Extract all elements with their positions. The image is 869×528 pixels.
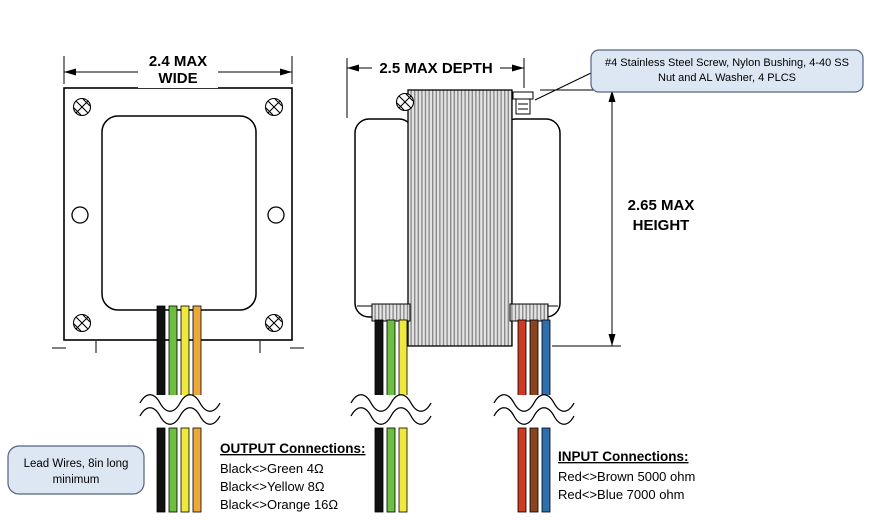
height-arrow-bottom bbox=[608, 334, 616, 346]
mounting-screw-top-right-icon bbox=[264, 97, 284, 117]
input-connections-legend: INPUT Connections: Red<>Brown 5000 ohm R… bbox=[558, 449, 695, 502]
break-wave bbox=[493, 407, 575, 425]
output-connection-item: Black<>Orange 16Ω bbox=[220, 497, 338, 512]
width-dimension-label-line1: 2.4 MAX bbox=[149, 53, 207, 70]
output-wire-green bbox=[168, 305, 178, 399]
mounting-screw-top-left-icon bbox=[72, 97, 92, 117]
coil-outline bbox=[101, 115, 257, 311]
depth-arrow-right bbox=[512, 64, 524, 72]
wire-ends-right bbox=[517, 427, 551, 513]
side-hole-right bbox=[267, 206, 285, 224]
output-connection-item: Black<>Yellow 8Ω bbox=[220, 479, 325, 494]
depth-label-mask bbox=[372, 56, 500, 78]
width-arrow-left bbox=[64, 68, 76, 76]
side-output-wire-end-black bbox=[374, 427, 384, 513]
input-wire-blue bbox=[541, 319, 551, 399]
height-dimension-label-line2: HEIGHT bbox=[633, 217, 690, 234]
mounting-screw-bottom-right-icon bbox=[264, 313, 284, 333]
break-wave bbox=[139, 394, 221, 412]
break-wave bbox=[139, 407, 221, 425]
front-view bbox=[52, 87, 304, 399]
break-wave bbox=[350, 407, 432, 425]
lead-wires-callout-box bbox=[7, 445, 145, 495]
depth-dimension-label: 2.5 MAX DEPTH bbox=[379, 60, 492, 77]
screw-callout-leader bbox=[534, 72, 592, 101]
output-wire-orange bbox=[192, 305, 202, 399]
input-connection-item: Red<>Blue 7000 ohm bbox=[558, 487, 684, 502]
wire-ends-middle bbox=[374, 427, 408, 513]
input-wire-end-red bbox=[517, 427, 527, 513]
break-wave bbox=[350, 394, 432, 412]
lamination-stack bbox=[407, 89, 513, 347]
output-wire-end-orange bbox=[192, 427, 202, 513]
terminal-strip-left bbox=[371, 303, 411, 322]
side-hole-left bbox=[71, 206, 89, 224]
screw-callout-box bbox=[590, 49, 864, 93]
mounting-screw-bottom-left-icon bbox=[72, 313, 92, 333]
core-screw-icon bbox=[395, 92, 415, 112]
depth-dimension bbox=[346, 56, 525, 118]
height-dimension-label-line1: 2.65 MAX bbox=[628, 197, 695, 214]
output-wire-end-green bbox=[168, 427, 178, 513]
input-connections-title: INPUT Connections: bbox=[558, 449, 689, 464]
break-symbol-middle bbox=[345, 394, 437, 427]
nylon-bushing-body bbox=[515, 98, 531, 115]
side-output-wire-green bbox=[386, 319, 396, 399]
break-symbol-right bbox=[488, 394, 580, 427]
depth-arrow-left bbox=[347, 64, 359, 72]
wire-ends-left bbox=[156, 427, 202, 513]
screw-callout: #4 Stainless Steel Screw, Nylon Bushing,… bbox=[534, 49, 864, 101]
output-connection-item: Black<>Green 4Ω bbox=[220, 461, 324, 476]
height-arrow-top bbox=[608, 90, 616, 102]
break-wave bbox=[493, 394, 575, 412]
input-wire-red bbox=[517, 319, 527, 399]
end-bell-left bbox=[354, 118, 414, 318]
terminal-strip-right bbox=[509, 303, 549, 322]
lead-wires-callout-line1: Lead Wires, 8in long bbox=[24, 458, 129, 470]
side-view bbox=[354, 89, 561, 399]
width-arrow-right bbox=[280, 68, 292, 76]
bushing-thread-lines bbox=[518, 103, 528, 110]
output-wire-end-black bbox=[156, 427, 166, 513]
nylon-bushing-flange bbox=[512, 91, 534, 100]
output-connections-title: OUTPUT Connections: bbox=[220, 441, 366, 456]
output-wire-black bbox=[156, 305, 166, 399]
input-wire-end-blue bbox=[541, 427, 551, 513]
mounting-flange-marks bbox=[52, 341, 304, 353]
break-symbol-left bbox=[134, 394, 226, 427]
screw-callout-line1: #4 Stainless Steel Screw, Nylon Bushing,… bbox=[605, 57, 849, 69]
width-label-mask bbox=[138, 50, 218, 88]
side-output-wire-black bbox=[374, 319, 384, 399]
lead-wires-callout-line2: minimum bbox=[53, 474, 100, 486]
side-output-wire-end-yellow bbox=[398, 427, 408, 513]
width-dimension-label-line2: WIDE bbox=[158, 70, 197, 87]
input-connection-item: Red<>Brown 5000 ohm bbox=[558, 469, 695, 484]
side-output-wire-yellow bbox=[398, 319, 408, 399]
output-wire-yellow bbox=[180, 305, 190, 399]
lead-wires-callout: Lead Wires, 8in long minimum bbox=[7, 445, 145, 495]
input-wire-end-brown bbox=[529, 427, 539, 513]
output-wire-end-yellow bbox=[180, 427, 190, 513]
side-output-wire-end-green bbox=[386, 427, 396, 513]
output-connections-legend: OUTPUT Connections: Black<>Green 4Ω Blac… bbox=[220, 441, 366, 512]
width-dimension bbox=[63, 50, 293, 88]
input-wire-brown bbox=[529, 319, 539, 399]
screw-callout-line2: Nut and AL Washer, 4 PLCS bbox=[658, 72, 796, 84]
width-extension-lines bbox=[63, 56, 293, 84]
